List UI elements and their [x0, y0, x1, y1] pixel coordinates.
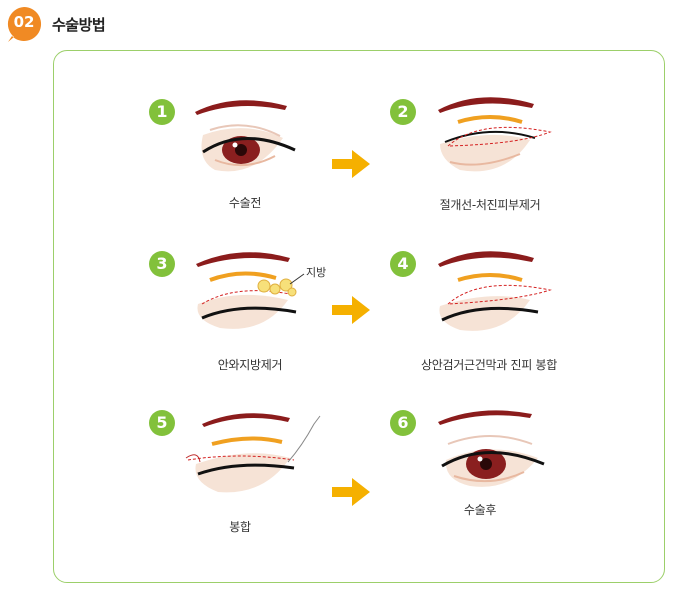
step-2-caption: 절개선-처진피부제거 [439, 198, 541, 212]
badge-number: 02 [13, 13, 35, 31]
eye-closure-illustration [185, 413, 321, 493]
eye-suture-fixation-illustration [438, 251, 552, 331]
arrow-right-icon [332, 150, 370, 178]
step-6-number: 6 [390, 410, 416, 436]
diagram-panel [53, 50, 665, 583]
fat-annotation-label: 지방 [306, 266, 327, 279]
step-3-number: 3 [149, 251, 175, 277]
eye-after-illustration [438, 410, 545, 487]
eye-fat-removal-illustration [196, 252, 305, 329]
step-1-number: 1 [149, 99, 175, 125]
section-title: 수술방법 [52, 16, 106, 34]
arrow-right-icon [332, 478, 370, 506]
step-4-caption: 상안검거근건막과 진피 봉합 [421, 358, 557, 372]
step-5-caption: 봉합 [229, 520, 251, 534]
eye-before-illustration [195, 100, 296, 172]
eye-incision-illustration [438, 97, 552, 172]
step-3-caption: 안와지방제거 [217, 358, 283, 372]
step-5-number: 5 [149, 410, 175, 436]
step-badge-icon [7, 6, 42, 42]
step-4-number: 4 [390, 251, 416, 277]
step-6-caption: 수술후 [463, 503, 497, 517]
step-2-number: 2 [390, 99, 416, 125]
step-1-caption: 수술전 [228, 196, 262, 210]
arrow-right-icon [332, 296, 370, 324]
